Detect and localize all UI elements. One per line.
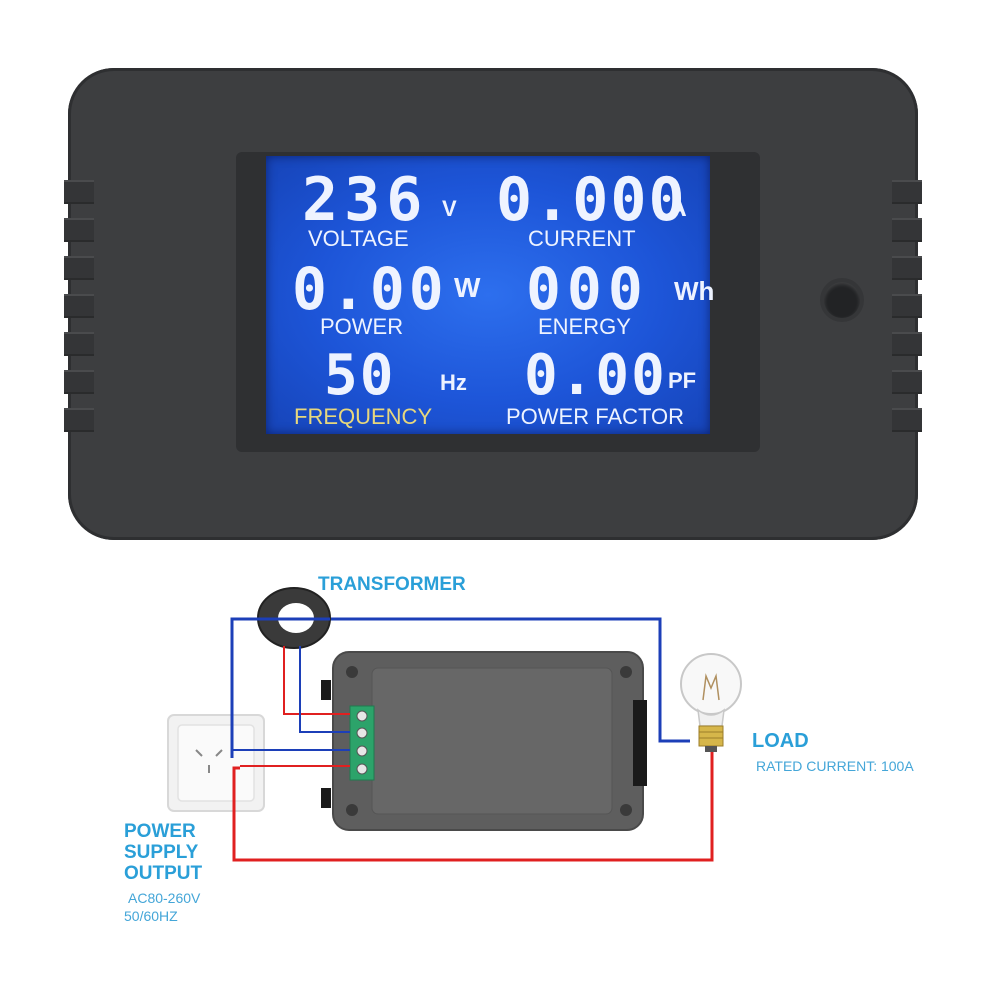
frequency-label: FREQUENCY	[294, 404, 433, 429]
vent-fin	[64, 294, 94, 318]
voltage-unit: V	[442, 196, 457, 221]
vent-fin	[64, 180, 94, 204]
vent-fin	[892, 408, 922, 432]
right-vent-fins	[892, 180, 922, 446]
left-vent-fins	[64, 180, 94, 446]
transformer-lead-blue	[299, 646, 350, 733]
energy-value: 000	[526, 255, 649, 323]
power-factor-unit: PF	[668, 368, 697, 393]
load-spec: RATED CURRENT: 100A	[756, 758, 914, 774]
vent-fin	[64, 256, 94, 280]
power-factor-value: 0.00	[524, 343, 667, 408]
current-unit: A	[668, 192, 687, 222]
power-unit: W	[454, 272, 481, 303]
frequency-unit: Hz	[440, 370, 467, 395]
transformer-lead-red	[283, 646, 350, 715]
vent-fin	[64, 332, 94, 356]
frequency-value: 50	[324, 343, 396, 408]
vent-fin	[64, 408, 94, 432]
terminal-block	[349, 705, 375, 781]
supply-spec-voltage: AC80-260V	[128, 890, 201, 906]
current-value: 0.000	[496, 165, 687, 235]
neutral-wire	[230, 617, 690, 758]
vent-fin	[892, 370, 922, 394]
vent-fin	[64, 370, 94, 394]
vent-fin	[64, 218, 94, 242]
wiring-svg	[167, 587, 742, 862]
voltage-value: 236	[302, 165, 429, 235]
energy-label: ENERGY	[538, 314, 631, 339]
vent-fin	[892, 332, 922, 356]
vent-fin	[892, 256, 922, 280]
load-label: LOAD	[752, 730, 809, 752]
meter-rear-body	[321, 651, 647, 831]
power-factor-label: POWER FACTOR	[506, 404, 685, 429]
supply-label-line-2: SUPPLY	[124, 842, 199, 863]
lcd-screen: 236 V VOLTAGE 0.000 A CURRENT 0.00 W POW…	[266, 156, 714, 434]
supply-label-line-3: OUTPUT	[124, 863, 203, 884]
supply-spec-frequency: 50/60HZ	[124, 908, 178, 924]
energy-unit: Wh	[674, 276, 715, 306]
supply-label-line-1: POWER	[124, 821, 196, 842]
wiring-diagram: TRANSFORMER LOAD RATED CURRENT: 100A POW…	[0, 560, 1001, 1001]
meter-push-button[interactable]	[824, 282, 860, 318]
vent-fin	[892, 180, 922, 204]
vent-fin	[892, 218, 922, 242]
light-bulb-icon	[680, 653, 742, 752]
voltage-label: VOLTAGE	[308, 226, 409, 251]
live-wire	[232, 748, 714, 862]
current-label: CURRENT	[528, 226, 636, 251]
power-label: POWER	[320, 314, 404, 339]
transformer-label: TRANSFORMER	[318, 574, 466, 595]
power-value: 0.00	[292, 255, 448, 323]
wall-socket-icon	[167, 714, 265, 812]
vent-fin	[892, 294, 922, 318]
